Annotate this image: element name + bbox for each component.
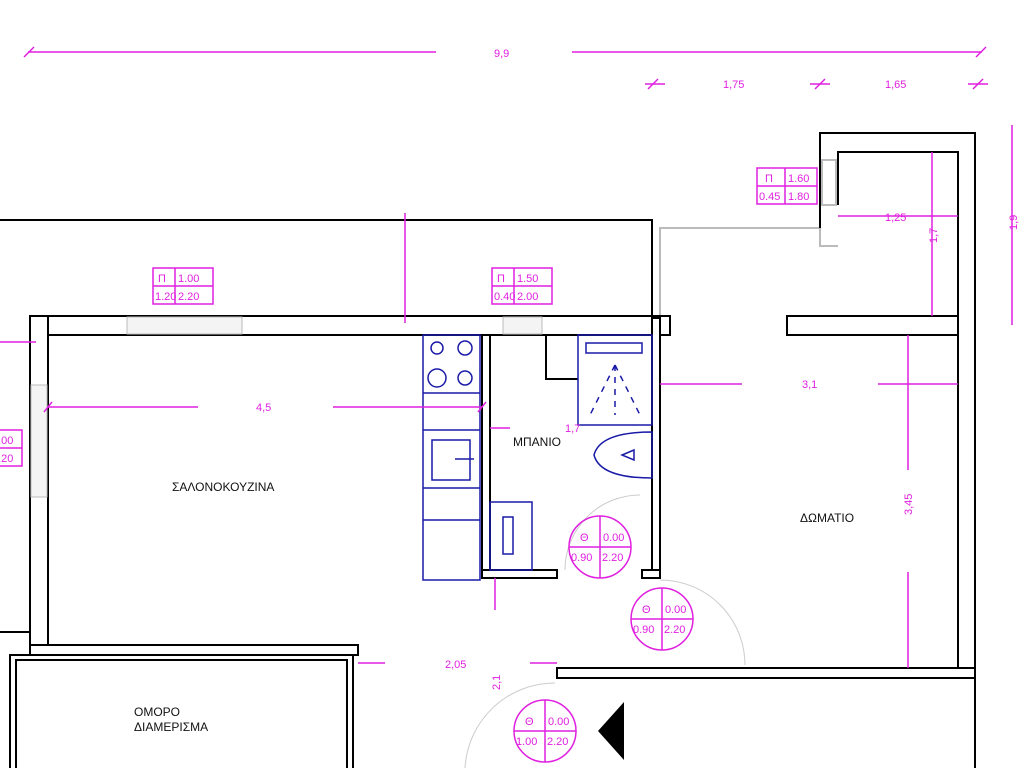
svg-text:1.00: 1.00 (516, 736, 537, 748)
room-label-bathroom: ΜΠΑΝΙΟ (513, 435, 561, 449)
svg-text:Θ: Θ (580, 532, 589, 544)
dimension-label: 3,45 (903, 494, 915, 515)
kitchen-counter (422, 334, 481, 581)
door-tag: Θ 0.00 0.90 2.20 (630, 587, 694, 651)
window-tag: Π 1.60 0.45 1.80 (756, 167, 818, 205)
svg-text:0.00: 0.00 (0, 435, 13, 447)
stove-burner-icon (430, 341, 444, 355)
neighbor-label-line2: ΔΙΑΜΕΡΙΣΜΑ (134, 720, 208, 734)
svg-text:1.80: 1.80 (788, 191, 809, 203)
dimension-label: 3,1 (802, 379, 817, 391)
neighbor-label-line1: ΟΜΟΡΟ (134, 705, 180, 719)
svg-text:0.90: 0.90 (571, 552, 592, 564)
toilet-icon (593, 431, 653, 479)
room-label-living-kitchen: ΣΑΛΟΝΟΚΟΥΖΙΝΑ (172, 480, 274, 494)
svg-text:Π: Π (497, 273, 505, 285)
dimension-label: 2,05 (445, 659, 466, 671)
dimension-label: 1,7 (928, 228, 940, 243)
door-tag: Θ 0.00 0.90 2.20 (568, 515, 632, 579)
room-label-bedroom: ΔΩΜΑΤΙΟ (800, 511, 854, 525)
svg-text:0.40: 0.40 (494, 291, 515, 303)
stove-burner-icon (457, 340, 473, 356)
svg-text:Θ: Θ (642, 604, 651, 616)
svg-text:1.00: 1.00 (178, 273, 199, 285)
svg-text:2.20: 2.20 (0, 453, 13, 465)
svg-text:Θ: Θ (525, 716, 534, 728)
svg-text:0.90: 0.90 (633, 624, 654, 636)
dimension-label: 1,25 (885, 212, 906, 224)
dimension-top-right: 1,75 1,65 (645, 78, 988, 91)
svg-text:2.20: 2.20 (602, 552, 623, 564)
dimension-label: 1,75 (723, 79, 744, 91)
svg-text:0.00: 0.00 (665, 604, 686, 616)
stove-burner-icon (427, 368, 447, 388)
svg-text:Π: Π (765, 173, 773, 185)
svg-text:2.20: 2.20 (664, 624, 685, 636)
kitchen-sink-icon (431, 439, 471, 481)
dimension-label: 1,65 (885, 79, 906, 91)
dimension-label: 9,9 (494, 48, 509, 60)
door-tag: Θ 0.00 1.00 2.20 (513, 699, 577, 763)
svg-text:Π: Π (158, 273, 166, 285)
svg-text:0.45: 0.45 (759, 191, 780, 203)
window-tag-left: 0.00 2.20 (0, 429, 23, 467)
dimension-label: 1,9 (1008, 215, 1020, 230)
stove-burner-icon (457, 370, 473, 386)
svg-text:2.20: 2.20 (547, 736, 568, 748)
svg-text:1.20: 1.20 (155, 291, 176, 303)
svg-text:2.20: 2.20 (178, 291, 199, 303)
svg-text:1.60: 1.60 (788, 173, 809, 185)
door-swing-entrance (464, 682, 556, 768)
door-swing-bedroom (659, 579, 746, 666)
dimension-total-width: 9,9 (23, 46, 987, 60)
entrance-arrow-icon (598, 702, 624, 760)
door-swing-bathroom (564, 494, 641, 571)
dimension-label: 2,1 (491, 675, 503, 690)
washbasin-icon (489, 501, 533, 571)
walls (0, 132, 976, 768)
bathroom-fixtures (489, 334, 653, 571)
svg-text:0.00: 0.00 (603, 532, 624, 544)
svg-text:2.00: 2.00 (517, 291, 538, 303)
svg-text:0.00: 0.00 (548, 716, 569, 728)
dimension-label: 1,7 (565, 423, 580, 435)
dimension-label: 4,5 (256, 402, 271, 414)
svg-text:1.50: 1.50 (517, 273, 538, 285)
shower-icon (577, 334, 653, 426)
interior-dimensions: 4,5 1,7 3,1 3,45 1,25 1,7 1,9 2,05 2,1 (0, 125, 1020, 690)
